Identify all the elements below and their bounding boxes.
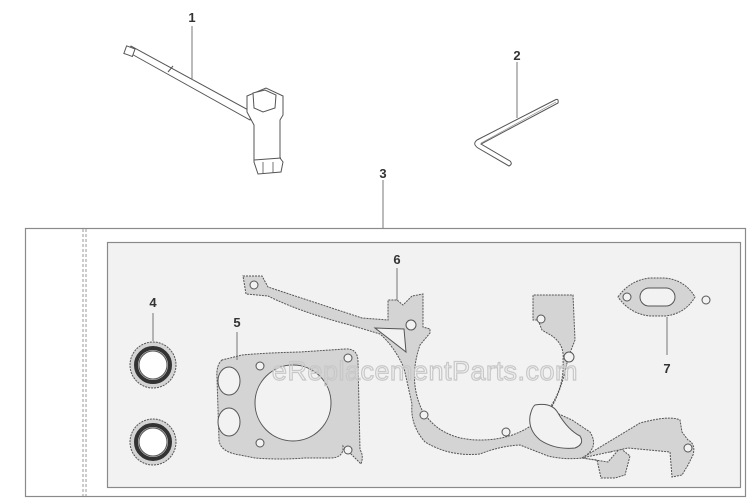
- cylinder-gasket-part[interactable]: [216, 348, 363, 465]
- muffler-gasket-part[interactable]: [617, 277, 711, 317]
- callout-5[interactable]: 5: [233, 315, 240, 330]
- callout-6[interactable]: 6: [393, 252, 400, 267]
- hex-key-part[interactable]: [474, 98, 559, 167]
- callout-2[interactable]: 2: [513, 48, 520, 63]
- callout-7[interactable]: 7: [663, 361, 670, 376]
- callout-1[interactable]: 1: [188, 10, 195, 25]
- callout-4[interactable]: 4: [149, 295, 157, 310]
- combination-wrench-part[interactable]: [123, 45, 284, 175]
- seal-rings-part[interactable]: [129, 341, 177, 466]
- crankcase-gasket-part[interactable]: [242, 275, 695, 479]
- callout-3[interactable]: 3: [379, 166, 386, 181]
- watermark-text: eReplacementParts.com: [272, 356, 578, 386]
